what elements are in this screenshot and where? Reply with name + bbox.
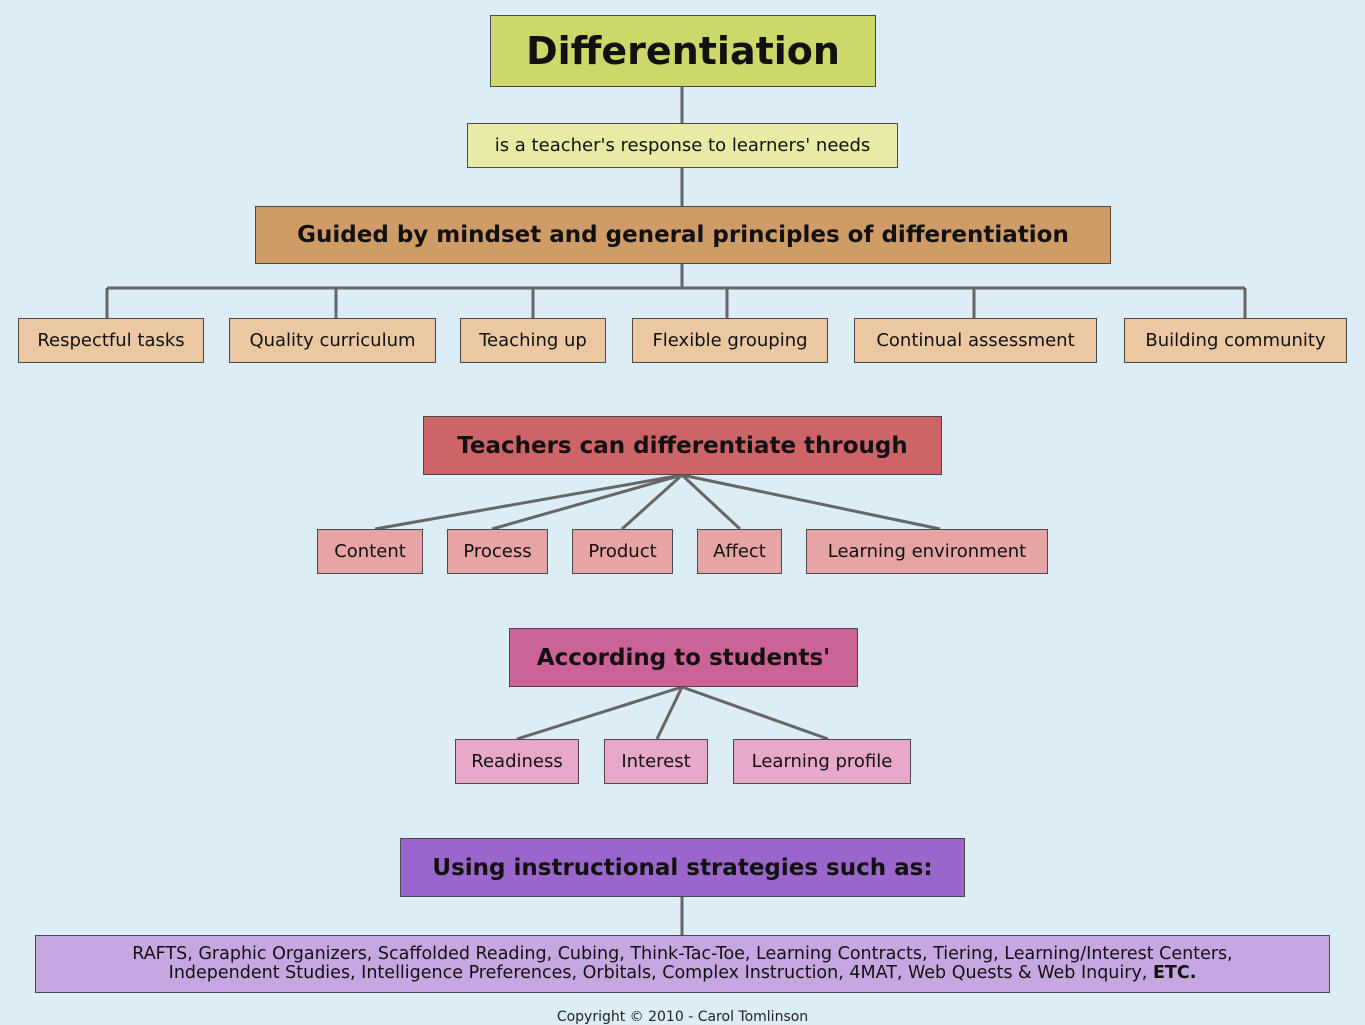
connector-line — [516, 685, 683, 741]
through-content: Content — [317, 529, 423, 574]
connector-line — [680, 473, 742, 531]
diagram-title: Differentiation — [490, 15, 876, 87]
connector-line — [681, 685, 829, 741]
strategies-heading: Using instructional strategies such as: — [400, 838, 965, 897]
principles-heading: Guided by mindset and general principles… — [255, 206, 1111, 264]
connector-line — [491, 473, 683, 531]
according-interest: Interest — [604, 739, 708, 784]
through-process: Process — [447, 529, 548, 574]
principle-respectful-tasks: Respectful tasks — [18, 318, 204, 363]
through-affect: Affect — [697, 529, 782, 574]
according-heading: According to students' — [509, 628, 858, 687]
principle-flexible-grouping: Flexible grouping — [632, 318, 828, 363]
principle-teaching-up: Teaching up — [460, 318, 606, 363]
connector-line — [655, 686, 684, 740]
according-readiness: Readiness — [455, 739, 579, 784]
strategies-line-1: RAFTS, Graphic Organizers, Scaffolded Re… — [132, 944, 1233, 964]
strategies-list: RAFTS, Graphic Organizers, Scaffolded Re… — [35, 935, 1330, 993]
connector-line — [681, 473, 941, 531]
principle-quality-curriculum: Quality curriculum — [229, 318, 436, 363]
strategies-line-2-text: Independent Studies, Intelligence Prefer… — [168, 963, 1148, 983]
through-heading: Teachers can differentiate through — [423, 416, 942, 475]
strategies-line-2: Independent Studies, Intelligence Prefer… — [169, 964, 1197, 983]
through-learning-environment: Learning environment — [806, 529, 1048, 574]
connector-line — [374, 473, 683, 531]
connector-line — [620, 473, 684, 531]
according-learning-profile: Learning profile — [733, 739, 911, 784]
principle-continual-assessment: Continual assessment — [854, 318, 1097, 363]
definition-box: is a teacher's response to learners' nee… — [467, 123, 898, 168]
through-product: Product — [572, 529, 673, 574]
principle-building-community: Building community — [1124, 318, 1347, 363]
strategies-etc: ETC. — [1152, 963, 1197, 983]
copyright-notice: Copyright © 2010 - Carol Tomlinson — [556, 1009, 809, 1025]
